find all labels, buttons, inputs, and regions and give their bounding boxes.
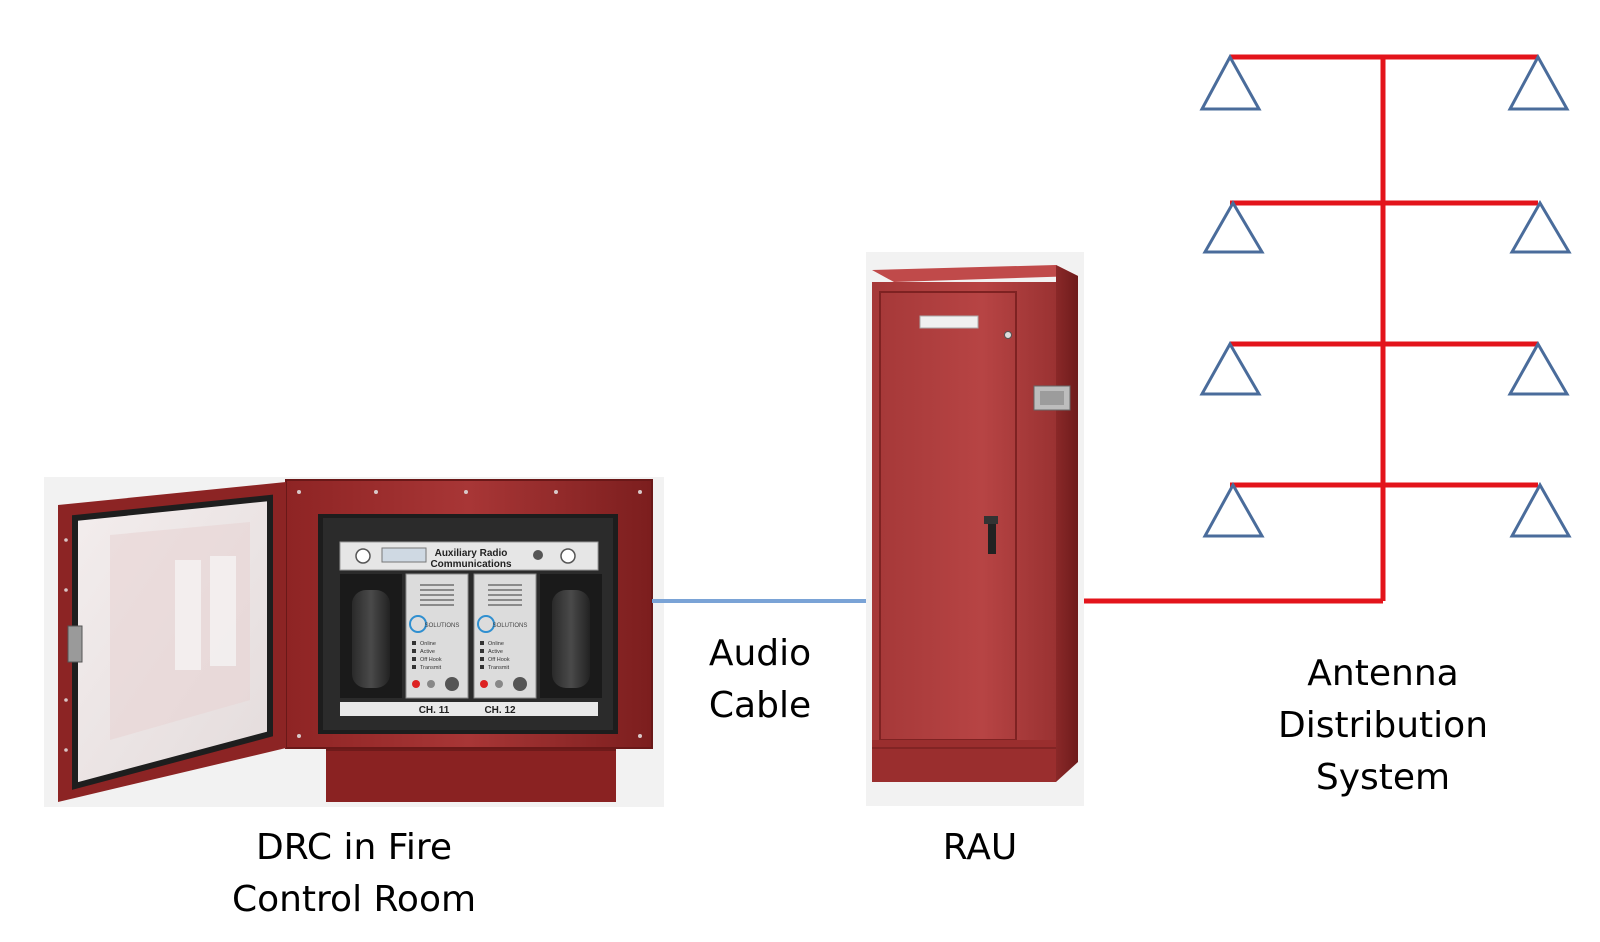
indicator-online: Online	[488, 641, 504, 647]
indicator-off-hook: Off Hook	[420, 657, 442, 663]
rau-door-handle-icon	[988, 520, 996, 554]
rau-caption-text: RAU	[942, 827, 1018, 868]
drc-caption-line2: Control Room	[231, 879, 477, 920]
drc-cabinet: Auxiliary Radio Communications SOLUTIONS…	[44, 477, 664, 807]
indicator-active: Active	[488, 649, 503, 655]
grey-button-icon	[495, 680, 503, 688]
module-brand: SOLUTIONS	[425, 623, 460, 629]
brand-logo-icon	[409, 615, 427, 633]
channel-module-11: SOLUTIONS Online Active Off Hook Transmi…	[405, 573, 469, 699]
antenna-icon	[1509, 200, 1572, 254]
panel-title-line1: Auxiliary Radio	[435, 548, 508, 559]
channel-module-12: SOLUTIONS Online Active Off Hook Transmi…	[473, 573, 537, 699]
antenna-icon	[1509, 481, 1572, 538]
door-latch-icon	[67, 625, 83, 663]
display-window	[381, 547, 427, 563]
drc-base	[326, 745, 616, 802]
module-brand: SOLUTIONS	[493, 623, 528, 629]
indicator-transmit: Transmit	[488, 665, 510, 671]
audio-cable-caption: Audio Cable	[680, 628, 840, 732]
grey-button-icon	[427, 680, 435, 688]
drc-caption: DRC in Fire Control Room	[204, 822, 504, 926]
antenna-icon	[1199, 53, 1262, 111]
drc-caption-line1: DRC in Fire	[255, 827, 453, 868]
rau-lock-icon	[1004, 331, 1012, 339]
drc-door	[58, 482, 286, 802]
antenna-icon	[1199, 340, 1262, 396]
rau-cabinet	[866, 252, 1084, 806]
antenna-distribution-system	[1084, 53, 1572, 604]
indicator-online: Online	[420, 641, 436, 647]
indicator-active: Active	[420, 649, 435, 655]
rau-nameplate	[919, 315, 979, 329]
knob-right-icon	[560, 548, 576, 564]
indicator-off-hook: Off Hook	[488, 657, 510, 663]
audio-cable-caption-line1: Audio	[708, 633, 812, 674]
indicator-transmit: Transmit	[420, 665, 442, 671]
knob-left-icon	[355, 548, 371, 564]
channel-label-11: CH. 11	[419, 705, 450, 716]
antenna-caption-line2: Distribution	[1277, 705, 1489, 746]
red-button-icon	[480, 680, 488, 688]
red-button-icon	[412, 680, 420, 688]
antenna-caption-line1: Antenna	[1307, 653, 1459, 694]
knob-mid-icon	[533, 550, 543, 560]
antenna-caption-line3: System	[1315, 757, 1451, 798]
antenna-icon	[1202, 481, 1265, 538]
antenna-caption: Antenna Distribution System	[1238, 648, 1528, 804]
volume-knob-icon	[513, 677, 527, 691]
panel-title-line2: Communications	[430, 559, 512, 570]
antenna-icon	[1202, 200, 1265, 254]
antenna-icon	[1507, 340, 1570, 396]
audio-cable-caption-line2: Cable	[708, 685, 812, 726]
handset-left	[352, 590, 390, 688]
volume-knob-icon	[445, 677, 459, 691]
rau-caption: RAU	[900, 822, 1060, 874]
brand-logo-icon	[477, 615, 495, 633]
antenna-icon	[1507, 53, 1570, 111]
channel-label-12: CH. 12	[484, 705, 516, 716]
handset-right	[552, 590, 590, 688]
